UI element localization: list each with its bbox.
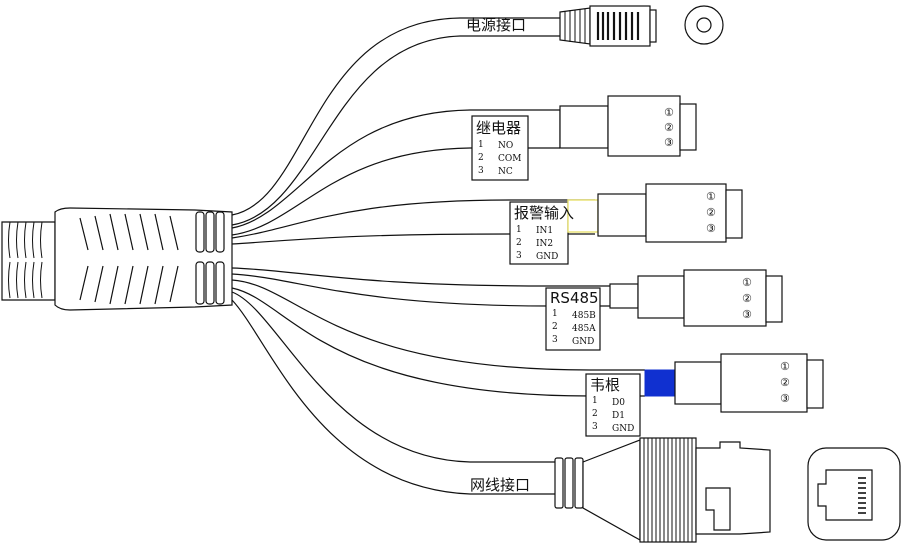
wiegand-pin2-num: 2 <box>592 409 598 419</box>
alarm-pin2-num: 2 <box>516 238 522 248</box>
wiegand-terminal-mark-2: ② <box>780 376 790 389</box>
rs485-terminal-mark-1: ① <box>742 276 752 289</box>
rs485-pin1-name: 485B <box>572 311 596 321</box>
rs485-terminal-mark-3: ③ <box>742 308 752 321</box>
rj45-port-icon <box>807 447 901 541</box>
rs485-pin3-name: GND <box>572 337 594 347</box>
relay-label: 继电器 <box>476 119 521 137</box>
wiegand-pin2-name: D1 <box>612 411 625 421</box>
rs485-pin2-name: 485A <box>572 324 596 334</box>
relay-pin3-name: NC <box>498 167 513 177</box>
relay-terminal-mark-1: ① <box>664 106 674 119</box>
rs485-terminal-block <box>545 269 783 351</box>
relay-terminal-mark-3: ③ <box>664 136 674 149</box>
network-port-label: 网线接口 <box>470 476 530 494</box>
alarm-terminal-mark-1: ① <box>706 190 716 203</box>
rs485-pin3-num: 3 <box>552 335 558 345</box>
alarm-terminal-mark-3: ③ <box>706 222 716 235</box>
rs485-terminal-mark-2: ② <box>742 292 752 305</box>
main-cable-body <box>1 207 233 311</box>
wiegand-sleeve <box>644 369 676 397</box>
wiegand-terminal-mark-1: ① <box>780 360 790 373</box>
wiegand-terminal-block <box>585 353 824 437</box>
rs485-pin2-num: 2 <box>552 322 558 332</box>
alarm-pin2-name: IN2 <box>536 239 553 249</box>
relay-pin1-num: 1 <box>478 140 484 150</box>
relay-pin1-name: NO <box>498 141 513 151</box>
alarm-input-label: 报警输入 <box>514 204 574 222</box>
alarm-input-terminal-block <box>509 183 743 265</box>
wiegand-pin1-num: 1 <box>592 396 598 406</box>
wiegand-label: 韦根 <box>590 376 620 394</box>
wire-bundle <box>231 17 645 495</box>
network-connector <box>554 437 901 543</box>
power-connector <box>559 5 724 47</box>
relay-pin3-num: 3 <box>478 166 484 176</box>
alarm-pin1-num: 1 <box>516 225 522 235</box>
rs485-pin1-num: 1 <box>552 309 558 319</box>
rs485-label: RS485 <box>550 289 599 307</box>
alarm-terminal-mark-2: ② <box>706 206 716 219</box>
wiegand-pin3-name: GND <box>612 424 634 434</box>
relay-terminal-mark-2: ② <box>664 121 674 134</box>
wiegand-pin1-name: D0 <box>612 398 625 408</box>
wiegand-pin3-num: 3 <box>592 422 598 432</box>
power-port-label: 电源接口 <box>466 16 526 34</box>
relay-terminal-block <box>471 95 697 181</box>
wiegand-terminal-mark-3: ③ <box>780 392 790 405</box>
dc-jack-icon <box>684 5 724 45</box>
relay-pin2-name: COM <box>498 154 521 164</box>
barrel-ribs <box>643 438 693 542</box>
relay-pin2-num: 2 <box>478 153 484 163</box>
alarm-pin1-name: IN1 <box>536 226 553 236</box>
alarm-pin3-num: 3 <box>516 251 522 261</box>
alarm-pin3-name: GND <box>536 252 558 262</box>
